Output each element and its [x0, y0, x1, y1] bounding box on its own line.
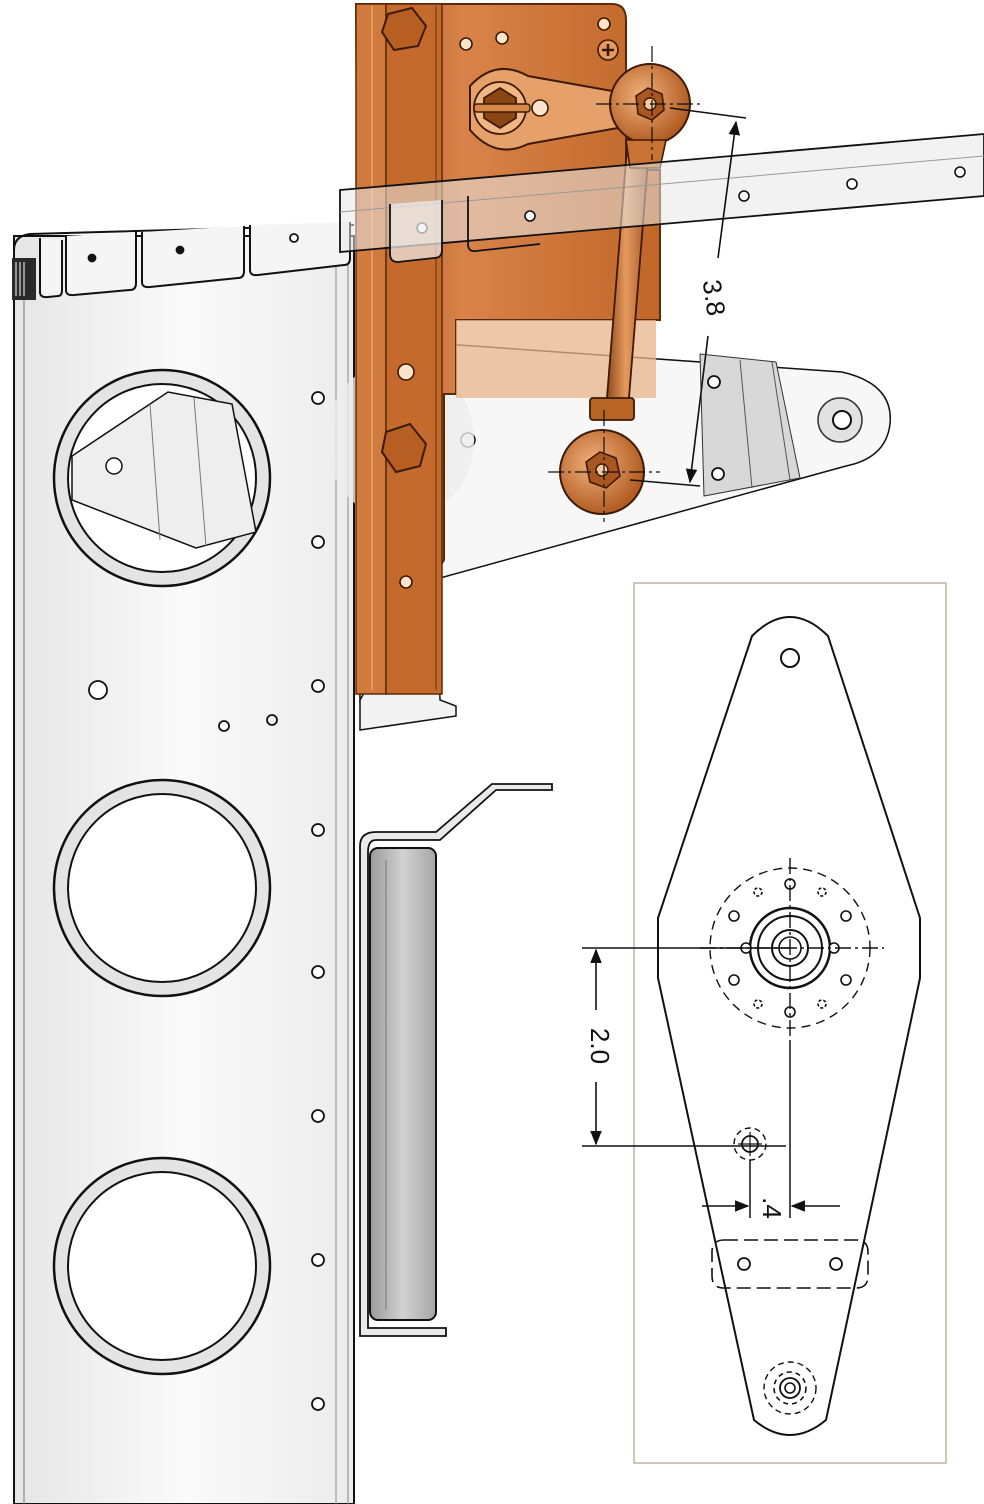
horn-detail-inset: [633, 582, 947, 1464]
dimension-label-vertical: 2.0: [585, 1028, 615, 1064]
hinge-clip: [359, 783, 553, 1337]
dimension-label-pushrod: 3.8: [697, 278, 732, 318]
dimension-label-horizontal: .4: [757, 1197, 787, 1219]
rib-flange-strip: [339, 133, 984, 263]
rod-end-centerlines: [548, 46, 704, 522]
lightening-holes: [52, 368, 272, 1376]
dimension-vertical-offset: [582, 947, 791, 1218]
spar-flange-tabs: [39, 222, 351, 299]
spar-rivet-holes: [87, 233, 325, 1411]
dimension-pushrod-length: [629, 107, 747, 487]
